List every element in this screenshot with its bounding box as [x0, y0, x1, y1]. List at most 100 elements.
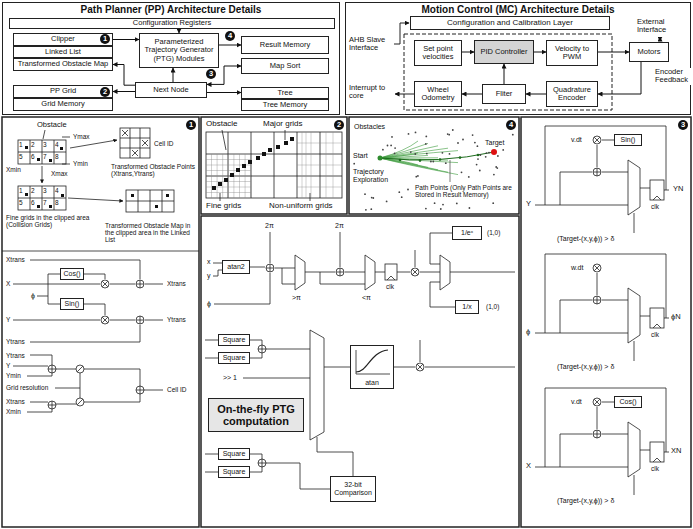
block-label: Cos() — [63, 270, 80, 278]
panel-frame — [521, 117, 691, 527]
label: Grid resolution — [5, 384, 49, 391]
trajectory-fan — [459, 156, 462, 159]
datapath-symbol — [653, 458, 661, 462]
datapath-wire — [535, 434, 592, 467]
datapath-symbol — [77, 366, 83, 372]
block-label: Fliter — [496, 90, 513, 98]
datapath-wire — [55, 373, 80, 388]
block-label: Tree Memory — [263, 101, 307, 109]
panel-title: Motion Control (MC) Architecture Details — [422, 4, 615, 15]
datapath-wire — [205, 454, 218, 455]
obstacle — [248, 160, 252, 164]
obstacle-dot — [472, 134, 474, 136]
datapath-symbol — [336, 268, 344, 276]
datapath-symbol — [136, 280, 144, 288]
callout-number: 1 — [186, 120, 196, 130]
trajectory-fan — [378, 156, 383, 161]
grid-illustration — [166, 194, 169, 197]
obstacle-dot — [407, 189, 409, 191]
datapath-wire — [602, 140, 614, 141]
block-label: atan2 — [227, 263, 245, 271]
datapath-wire — [27, 373, 52, 376]
obstacle-dot — [486, 152, 488, 154]
grid-illustration — [155, 205, 158, 208]
datapath-wire — [110, 320, 135, 321]
block-label: 1/x — [462, 303, 471, 311]
obstacle-dot — [372, 197, 374, 199]
callout-number: 3 — [206, 69, 216, 79]
obstacle-dot — [408, 133, 410, 135]
block: Velocity to PWM — [546, 40, 598, 66]
atan-plot — [356, 350, 390, 374]
obstacle-dot — [476, 164, 478, 166]
obstacle-dot — [394, 147, 396, 149]
callout-number: 3 — [678, 120, 688, 130]
fine-grid — [206, 176, 251, 177]
label: External Interface — [636, 18, 688, 35]
block-label: Square — [223, 336, 246, 344]
grid-illustration — [61, 194, 64, 197]
label: 3 — [43, 141, 47, 148]
block-label: Next Node — [153, 86, 188, 94]
obstacle-dot — [477, 145, 479, 147]
obstacle — [230, 173, 234, 177]
datapath-symbol — [102, 281, 108, 287]
datapath-wire — [13, 320, 100, 321]
connector — [173, 68, 174, 82]
datapath-wire — [37, 274, 60, 296]
datapath-wire — [415, 250, 416, 267]
datapath-wire — [56, 369, 76, 370]
obstacle-dot — [497, 155, 499, 157]
block: On-the-fly PTG computation — [208, 398, 304, 432]
fine-grid — [206, 181, 251, 182]
datapath-wire — [80, 388, 81, 398]
datapath-wire — [560, 467, 628, 468]
obstacle-dot — [364, 193, 366, 195]
grid-illustration — [25, 193, 28, 196]
datapath-symbol — [136, 316, 144, 324]
datapath-symbol — [440, 255, 450, 290]
block-label: Sin() — [621, 136, 636, 144]
obstacle-dot — [496, 167, 498, 169]
callout-number: 4 — [225, 31, 235, 41]
grid-illustration — [18, 186, 66, 210]
label: (1,0) — [486, 229, 501, 236]
obstacle — [268, 148, 272, 152]
datapath-wire — [205, 472, 218, 473]
datapath-wire — [275, 268, 295, 269]
obstacle-dot — [442, 204, 444, 206]
callout-number: 2 — [334, 120, 344, 130]
panel-frame — [201, 117, 347, 214]
obstacle-dot — [353, 163, 355, 165]
datapath-wire — [634, 213, 635, 233]
datapath-symbol — [653, 324, 661, 328]
datapath-wire — [30, 355, 52, 365]
label: >π — [291, 294, 302, 302]
obstacle-dot — [492, 202, 494, 204]
panel-frame — [349, 117, 519, 214]
label: 8 — [55, 199, 59, 206]
block-label: Wheel Odometry — [417, 86, 459, 103]
obstacle-dot — [461, 171, 463, 173]
connector — [207, 66, 241, 84]
label: Ymin — [72, 160, 89, 167]
obstacle-dot — [417, 175, 419, 177]
panel2-grid — [206, 132, 342, 198]
connector — [598, 62, 641, 94]
datapath-wire — [250, 353, 262, 358]
datapath-wire — [84, 394, 140, 402]
obstacle-dot — [415, 176, 417, 178]
label: Xmin — [5, 408, 22, 415]
obstacle-dot — [440, 208, 442, 210]
datapath-wire — [535, 300, 592, 333]
atan-plot — [356, 350, 390, 374]
obstacle-dot — [387, 145, 389, 147]
datapath-wire — [145, 284, 163, 285]
mc-wiring — [404, 34, 612, 110]
datapath-symbol — [102, 317, 108, 323]
trajectory-fan — [380, 152, 494, 160]
datapath-wire — [84, 304, 105, 315]
datapath-wire — [640, 316, 650, 317]
datapath-wire — [602, 172, 628, 173]
obstacle-dot — [425, 136, 427, 138]
